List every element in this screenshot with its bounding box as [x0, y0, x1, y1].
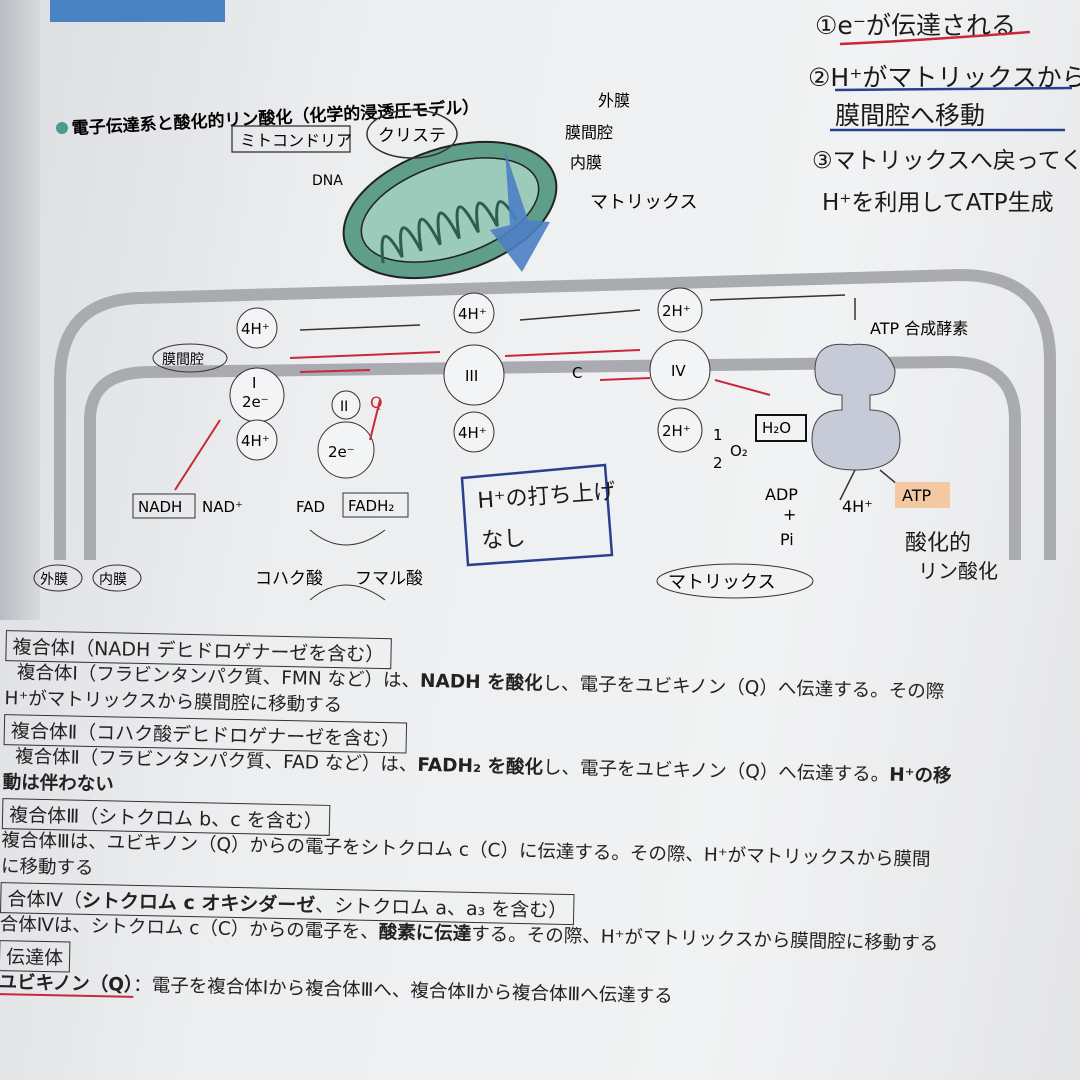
c4-top-h: 2H⁺	[662, 302, 691, 320]
c1-roman: I	[252, 374, 256, 392]
plus-label: +	[783, 505, 796, 524]
text: 、シトクロム a、a₃ を含む）	[315, 894, 568, 922]
atp-box	[895, 482, 950, 508]
electron-flow-arrows	[174, 349, 771, 491]
hw-underline-red	[839, 30, 1031, 46]
c1-bottom-h: 4H⁺	[241, 432, 270, 450]
hw-ox1: 酸化的	[905, 531, 971, 556]
fad-label: FAD	[296, 498, 325, 516]
hw-ox2: リン酸化	[918, 559, 998, 583]
text: 合体Ⅳ（	[7, 888, 83, 912]
section-tab	[50, 0, 225, 22]
matrix-label: マトリックス	[590, 192, 697, 213]
etc-diagram: 電子伝達系と酸化的リン酸化（化学的浸透圧モデル） ミトコンドリア クリステ DN…	[33, 11, 1080, 601]
complex-iv: 2H⁺ IV 2H⁺	[649, 287, 711, 453]
c1-top-h: 4H⁺	[241, 320, 270, 338]
hw-note3a: ③マトリックスへ戻ってくる	[812, 148, 1080, 174]
text: し、電子をユビキノン（Q）へ伝達する。その際	[542, 673, 945, 703]
membranes	[54, 268, 1056, 560]
bold-text: FADH₂ を酸化	[417, 754, 544, 779]
nadh-box	[132, 493, 196, 519]
inner-membrane-label: 内膜	[570, 153, 602, 172]
space-tag: 膜間腔	[162, 352, 204, 368]
text: し、電子をユビキノン（Q）へ伝達する。	[542, 757, 890, 786]
mitochondria-label-box	[231, 125, 351, 153]
bold-text: H⁺の移	[889, 764, 952, 787]
cycle-arrows	[309, 529, 386, 601]
cristae-label: クリステ	[378, 126, 446, 146]
handwritten-note-box	[460, 463, 614, 567]
c2-electrons: 2e⁻	[328, 443, 355, 461]
atp-synthase	[811, 343, 901, 471]
heading-carriers: 伝達体	[0, 940, 71, 973]
zoom-arrow-icon	[490, 150, 550, 272]
outer-membrane-label: 外膜	[598, 91, 630, 110]
mitochondrion-illustration	[342, 140, 558, 280]
hw-underline-blue	[830, 86, 1073, 132]
atp-label: ATP	[902, 486, 931, 505]
c3-bottom-h: 4H⁺	[458, 424, 487, 442]
bold-text: ユビキノン（Q）	[0, 972, 134, 998]
cristae-label-circle	[366, 109, 458, 159]
c4-bottom-h: 2H⁺	[662, 422, 691, 440]
outer-tag-circle	[33, 564, 83, 592]
c2-roman: II	[340, 399, 348, 415]
matrix-tag: マトリックス	[668, 572, 775, 593]
succinate-label: コハク酸	[255, 569, 323, 589]
pi-label: Pi	[780, 530, 794, 549]
inner-tag-circle	[92, 564, 142, 592]
nad-label: NAD⁺	[202, 498, 243, 516]
o2-label: O₂	[730, 442, 748, 460]
mitochondria-label: ミトコンドリア	[240, 131, 352, 150]
complex-i: 4H⁺ I 2e⁻ 4H⁺	[229, 307, 285, 461]
h-out-label: 4H⁺	[842, 497, 873, 516]
h2o-box	[755, 414, 807, 442]
atp-synthase-label: ATP 合成酵素	[870, 319, 968, 338]
hw-box-line1: H⁺の打ち上げ	[477, 479, 617, 514]
page-edge	[0, 0, 40, 620]
ubiquinone-q: Q	[370, 393, 383, 412]
matrix-tag-circle	[656, 563, 814, 599]
para-complex-ii-cont: 動は伴わない	[2, 772, 114, 796]
half-num: 1	[713, 426, 723, 444]
bold-text: シトクロム c オキシダーゼ	[81, 889, 316, 917]
outer-tag: 外膜	[40, 572, 68, 588]
complex-iii: 4H⁺ III 4H⁺	[443, 292, 505, 453]
c1-electrons: 2e⁻	[242, 393, 269, 411]
c3-roman: III	[465, 367, 478, 385]
nadh-label: NADH	[138, 498, 182, 516]
dna-label: DNA	[312, 173, 343, 189]
hw-note2b: 膜間腔へ移動	[835, 101, 985, 130]
fadh2-box	[342, 492, 409, 518]
fadh2-label: FADH₂	[348, 497, 394, 515]
space-tag-circle	[152, 343, 228, 373]
complex-ii: II 2e⁻	[317, 390, 375, 479]
inner-tag: 内膜	[99, 572, 127, 588]
half-den: 2	[713, 454, 723, 472]
body-text: 複合体Ⅰ（NADH デヒドロゲナーゼを含む） 複合体Ⅰ（フラビンタンパク質、FM…	[0, 628, 1080, 1019]
bold-text: NADH を酸化	[419, 670, 543, 695]
intermembrane-label: 膜間腔	[565, 123, 613, 142]
h2o-label: H₂O	[762, 419, 791, 437]
bold-text: 酸素に伝達	[378, 922, 472, 945]
hw-box-line2: なし	[481, 526, 527, 554]
adp-label: ADP	[765, 485, 798, 504]
title-bullet-icon	[56, 122, 68, 134]
c3-top-h: 4H⁺	[458, 305, 487, 323]
cytochrome-c: C	[572, 364, 582, 382]
c4-roman: IV	[671, 362, 686, 380]
hw-note3b: H⁺を利用してATP生成	[822, 190, 1054, 216]
fumarate-label: フマル酸	[355, 569, 423, 589]
